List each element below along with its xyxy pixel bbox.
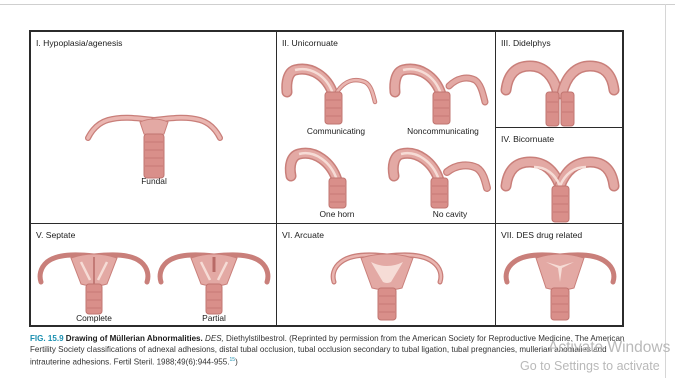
caption-closing: ) [235, 358, 238, 367]
bicornuate-uterus-drawing [502, 146, 618, 222]
panel-septate: V. Septate Complete Partial [30, 223, 277, 326]
panel-title: II. Unicornuate [282, 38, 338, 48]
septate-partial-drawing [155, 240, 273, 316]
panel-des: VII. DES drug related [495, 223, 623, 326]
panel-unicornuate: II. Unicornuate Communicating Noncommuni… [276, 31, 496, 224]
activation-watermark-subtitle: Go to Settings to activate [520, 359, 660, 373]
unicornuate-communicating-drawing [283, 52, 379, 124]
label-fundal: Fundal [141, 176, 167, 186]
panel-title: V. Septate [36, 230, 75, 240]
label-noncommunicating: Noncommunicating [407, 126, 479, 136]
didelphys-uterus-drawing [502, 50, 618, 126]
caption-figure-title: Drawing of Müllerian Abnormalities. [66, 334, 203, 343]
panel-title: VI. Arcuate [282, 230, 324, 240]
page-right-rule [665, 4, 666, 378]
hypoplastic-uterus-drawing [84, 102, 224, 182]
caption-abbreviation: DES, [205, 334, 224, 343]
label-no-cavity: No cavity [433, 209, 467, 219]
panel-didelphys: III. Didelphys [495, 31, 623, 128]
mullerian-figure: I. Hypoplasia/agenesis Fundal II. Unicor… [29, 30, 624, 327]
des-uterus-drawing [500, 240, 620, 322]
unicornuate-no-cavity-drawing [389, 140, 489, 208]
panel-title: III. Didelphys [501, 38, 551, 48]
panel-title: IV. Bicornuate [501, 134, 554, 144]
label-communicating: Communicating [307, 126, 365, 136]
panel-hypoplasia: I. Hypoplasia/agenesis Fundal [30, 31, 277, 224]
arcuate-uterus-drawing [327, 240, 447, 322]
activation-watermark-title: Activate Windows [548, 339, 670, 357]
caption-figure-number: FIG. 15.9 [30, 334, 64, 343]
page-top-rule [0, 4, 675, 5]
panel-arcuate: VI. Arcuate [276, 223, 496, 326]
panel-bicornuate: IV. Bicornuate [495, 127, 623, 224]
label-partial: Partial [202, 313, 226, 323]
panel-title: I. Hypoplasia/agenesis [36, 38, 122, 48]
panel-title: VII. DES drug related [501, 230, 582, 240]
unicornuate-noncommunicating-drawing [391, 52, 487, 124]
label-complete: Complete [76, 313, 112, 323]
unicornuate-one-horn-drawing [285, 140, 365, 208]
septate-complete-drawing [35, 240, 153, 316]
label-one-horn: One horn [320, 209, 355, 219]
